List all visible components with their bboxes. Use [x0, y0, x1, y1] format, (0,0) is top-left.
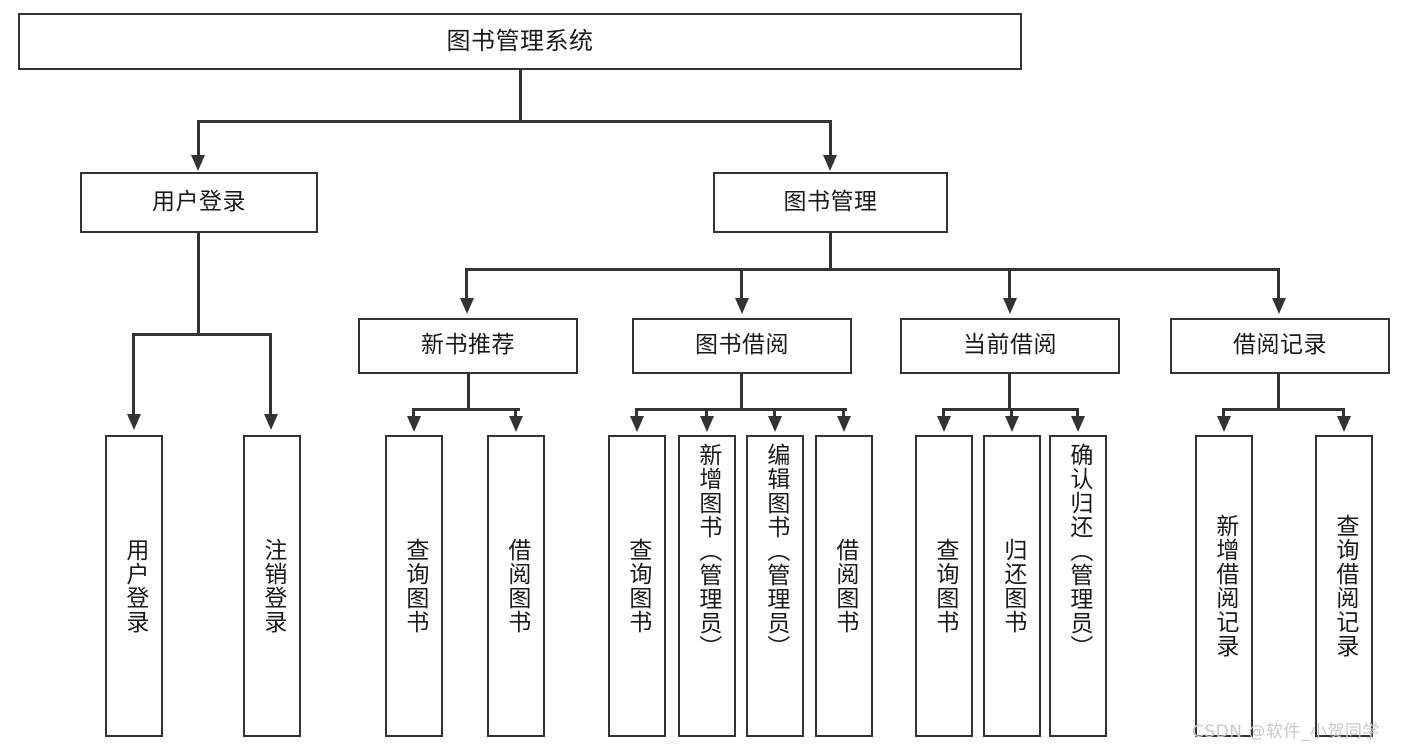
connector-record-bar [1222, 408, 1344, 411]
arrow-bookmgmt-to-l2-1 [460, 298, 474, 314]
connector-newbook-bar [412, 408, 520, 411]
arrow-root-to-bookmgmt [823, 155, 837, 171]
leaf-confirm-return-admin[interactable]: 确认归还（管理员） [1049, 435, 1107, 737]
leaf-borrow-book[interactable]: 借阅图书 [815, 435, 873, 737]
leaf-add-borrow-record[interactable]: 新增借阅记录 [1195, 435, 1253, 737]
leaf-return-book[interactable]: 归还图书 [983, 435, 1041, 737]
connector-newbook-stem [467, 374, 470, 408]
leaf-return-book-label: 归还图书 [999, 538, 1026, 634]
connector-current-to-leaf2 [1010, 408, 1013, 420]
connector-root-bar [197, 120, 832, 123]
arrow-bookmgmt-to-l2-3 [1003, 298, 1017, 314]
connector-userlogin-stem [197, 233, 200, 333]
leaf-query-borrow-record[interactable]: 查询借阅记录 [1315, 435, 1373, 737]
arrow-newbook-to-leaf2 [509, 416, 523, 432]
leaf-query-book-current[interactable]: 查询图书 [915, 435, 973, 737]
leaf-query-borrow-record-label: 查询借阅记录 [1331, 514, 1358, 658]
leaf-user-login-label: 用户登录 [121, 538, 148, 634]
connector-newbook-to-leaf2 [514, 408, 517, 420]
leaf-query-book-recommend-label: 查询图书 [401, 538, 428, 634]
arrow-record-to-leaf2 [1337, 416, 1351, 432]
connector-borrow-bar [635, 408, 847, 411]
connector-record-to-leaf1 [1222, 408, 1225, 420]
leaf-query-book-current-label: 查询图书 [931, 538, 958, 634]
connector-root-stem [519, 70, 522, 120]
leaf-borrow-book-label: 借阅图书 [831, 538, 858, 634]
csdn-watermark: CSDN @软件_小贺同学 [1192, 722, 1380, 742]
arrow-newbook-to-leaf1 [407, 416, 421, 432]
leaf-query-book-recommend[interactable]: 查询图书 [385, 435, 443, 737]
connector-borrow-to-leaf2 [705, 408, 708, 420]
connector-bookmgmt-to-l2-3 [1008, 268, 1011, 300]
leaf-add-borrow-record-label: 新增借阅记录 [1211, 514, 1238, 658]
connector-borrow-to-leaf4 [842, 408, 845, 420]
connector-userlogin-bar [132, 333, 271, 336]
leaf-confirm-return-admin-label: 确认归还（管理员） [1065, 443, 1092, 659]
leaf-add-book-admin-label: 新增图书（管理员） [694, 443, 721, 659]
connector-root-to-userlogin [197, 120, 200, 158]
arrow-current-to-leaf3 [1071, 416, 1085, 432]
connector-userlogin-to-leaf2 [269, 333, 272, 417]
connector-current-to-leaf1 [942, 408, 945, 420]
connector-record-stem [1277, 374, 1280, 408]
connector-current-to-leaf3 [1076, 408, 1079, 420]
connector-record-to-leaf2 [1342, 408, 1345, 420]
node-user-login[interactable]: 用户登录 [80, 172, 318, 233]
node-user-login-label: 用户登录 [152, 188, 246, 215]
connector-userlogin-to-leaf1 [132, 333, 135, 417]
node-current-borrow[interactable]: 当前借阅 [900, 318, 1120, 374]
leaf-add-book-admin[interactable]: 新增图书（管理员） [678, 435, 736, 737]
leaf-query-book-borrow[interactable]: 查询图书 [608, 435, 666, 737]
node-borrow-record-label: 借阅记录 [1233, 332, 1327, 359]
node-book-management-label: 图书管理 [783, 188, 878, 215]
arrow-bookmgmt-to-l2-4 [1272, 298, 1286, 314]
arrow-current-to-leaf1 [937, 416, 951, 432]
connector-borrow-to-leaf3 [773, 408, 776, 420]
node-borrow-record[interactable]: 借阅记录 [1170, 318, 1390, 374]
arrow-borrow-to-leaf4 [837, 416, 851, 432]
arrow-borrow-to-leaf3 [768, 416, 782, 432]
arrow-userlogin-to-leaf1 [127, 414, 141, 430]
connector-borrow-to-leaf1 [635, 408, 638, 420]
node-root-label: 图书管理系统 [446, 27, 594, 56]
connector-bookmgmt-to-l2-4 [1277, 268, 1280, 300]
connector-bookmgmt-stem [829, 233, 832, 268]
leaf-logout[interactable]: 注销登录 [243, 435, 301, 737]
connector-bookmgmt-to-l2-2 [740, 268, 743, 300]
arrow-borrow-to-leaf1 [630, 416, 644, 432]
arrow-userlogin-to-leaf2 [264, 414, 278, 430]
connector-root-to-bookmgmt [829, 120, 832, 158]
arrow-record-to-leaf1 [1217, 416, 1231, 432]
leaf-borrow-book-recommend-label: 借阅图书 [503, 538, 530, 634]
arrow-borrow-to-leaf2 [700, 416, 714, 432]
node-book-management[interactable]: 图书管理 [713, 172, 948, 233]
node-book-borrow-label: 图书借阅 [695, 332, 789, 359]
node-root[interactable]: 图书管理系统 [18, 13, 1022, 70]
leaf-borrow-book-recommend[interactable]: 借阅图书 [487, 435, 545, 737]
connector-current-stem [1008, 374, 1011, 408]
node-current-borrow-label: 当前借阅 [963, 332, 1057, 359]
leaf-edit-book-admin-label: 编辑图书（管理员） [762, 443, 789, 659]
arrow-bookmgmt-to-l2-2 [735, 298, 749, 314]
node-book-borrow[interactable]: 图书借阅 [632, 318, 852, 374]
leaf-user-login[interactable]: 用户登录 [105, 435, 163, 737]
connector-bookmgmt-to-l2-1 [465, 268, 468, 300]
connector-bookmgmt-bar [465, 268, 1280, 271]
leaf-edit-book-admin[interactable]: 编辑图书（管理员） [746, 435, 804, 737]
arrow-root-to-userlogin [191, 155, 205, 171]
leaf-logout-label: 注销登录 [259, 538, 286, 634]
arrow-current-to-leaf2 [1005, 416, 1019, 432]
connector-newbook-to-leaf1 [412, 408, 415, 420]
leaf-query-book-borrow-label: 查询图书 [624, 538, 651, 634]
node-new-book-recommend-label: 新书推荐 [421, 332, 515, 359]
connector-borrow-stem [740, 374, 743, 408]
node-new-book-recommend[interactable]: 新书推荐 [358, 318, 578, 374]
